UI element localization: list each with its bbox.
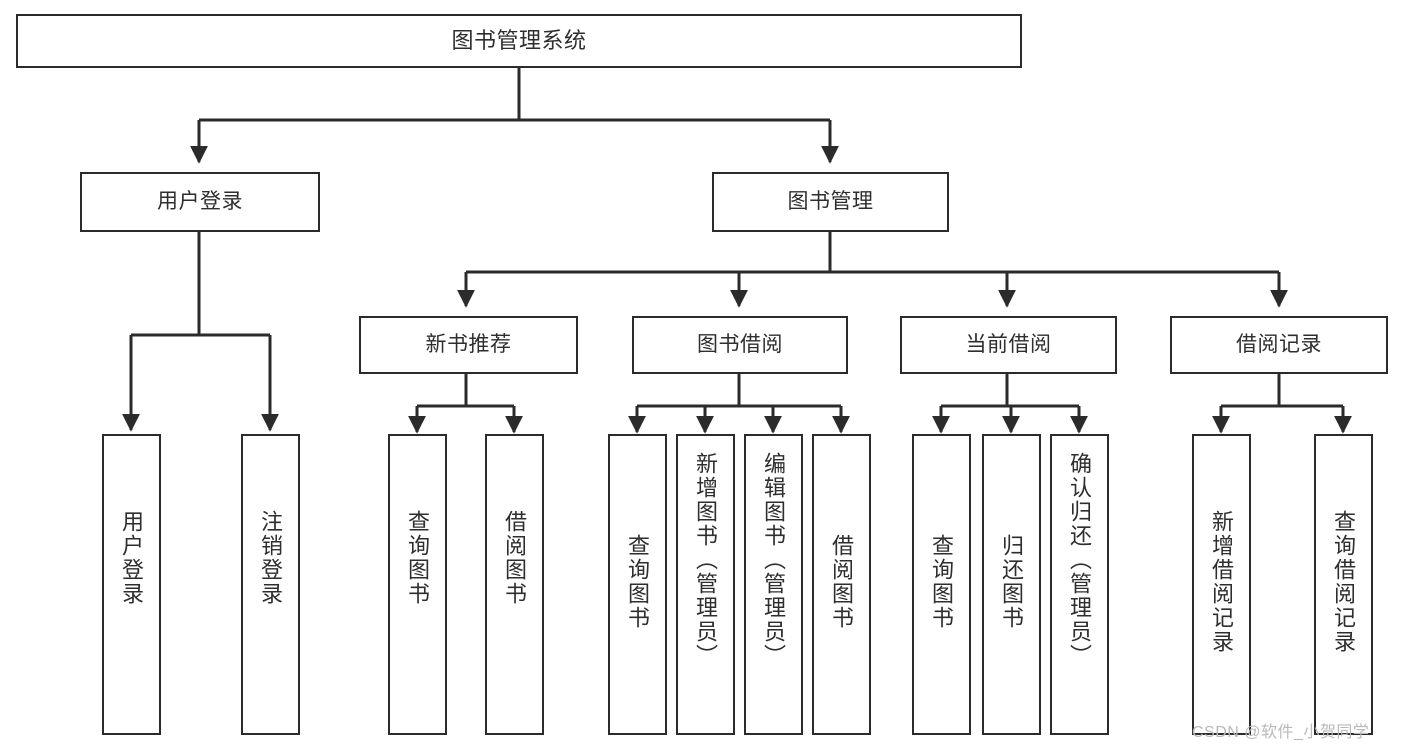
leaf-borrow-book-1[interactable]: 借阅图书 <box>485 434 544 735</box>
leaf-return-book-label: 归还图书 <box>999 534 1025 630</box>
node-book-borrow[interactable]: 图书借阅 <box>632 316 848 374</box>
csdn-watermark: CSDN @软件_小贺同学 <box>1192 724 1370 741</box>
leaf-query-book-2[interactable]: 查询图书 <box>608 434 667 735</box>
node-user-login-label: 用户登录 <box>157 189 243 213</box>
leaf-confirm-return-label: 确认归还（管理员） <box>1067 452 1093 668</box>
leaf-add-book[interactable]: 新增图书（管理员） <box>676 434 735 735</box>
node-root[interactable]: 图书管理系统 <box>16 14 1022 68</box>
leaf-user-login[interactable]: 用户登录 <box>102 434 161 735</box>
leaf-add-record-label: 新增借阅记录 <box>1209 510 1235 654</box>
node-borrow-record[interactable]: 借阅记录 <box>1170 316 1388 374</box>
leaf-edit-book-label: 编辑图书（管理员） <box>761 452 787 668</box>
leaf-edit-book[interactable]: 编辑图书（管理员） <box>744 434 803 735</box>
leaf-query-book-2-label: 查询图书 <box>625 534 651 630</box>
node-new-book-recommend[interactable]: 新书推荐 <box>359 316 578 374</box>
leaf-query-book-3-label: 查询图书 <box>929 534 955 630</box>
node-user-login[interactable]: 用户登录 <box>80 172 320 232</box>
leaf-add-book-label: 新增图书（管理员） <box>693 452 719 668</box>
node-new-book-recommend-label: 新书推荐 <box>425 332 512 356</box>
leaf-logout-login-label: 注销登录 <box>258 510 284 606</box>
node-book-manage-label: 图书管理 <box>787 189 874 213</box>
leaf-confirm-return[interactable]: 确认归还（管理员） <box>1050 434 1109 735</box>
leaf-logout-login[interactable]: 注销登录 <box>241 434 300 735</box>
node-book-manage[interactable]: 图书管理 <box>712 172 949 232</box>
leaf-query-book-3[interactable]: 查询图书 <box>912 434 971 735</box>
leaf-return-book[interactable]: 归还图书 <box>982 434 1041 735</box>
leaf-borrow-book-1-label: 借阅图书 <box>502 510 528 606</box>
leaf-query-book-1[interactable]: 查询图书 <box>388 434 447 735</box>
node-book-borrow-label: 图书借阅 <box>697 332 783 356</box>
node-root-label: 图书管理系统 <box>451 28 587 54</box>
leaf-borrow-book-2[interactable]: 借阅图书 <box>812 434 871 735</box>
node-current-borrow-label: 当前借阅 <box>965 332 1052 356</box>
leaf-add-record[interactable]: 新增借阅记录 <box>1192 434 1251 735</box>
leaf-user-login-label: 用户登录 <box>119 510 145 606</box>
node-current-borrow[interactable]: 当前借阅 <box>900 316 1117 374</box>
leaf-query-book-1-label: 查询图书 <box>405 510 431 606</box>
leaf-borrow-book-2-label: 借阅图书 <box>829 534 855 630</box>
leaf-query-record[interactable]: 查询借阅记录 <box>1314 434 1373 735</box>
node-borrow-record-label: 借阅记录 <box>1236 332 1322 356</box>
leaf-query-record-label: 查询借阅记录 <box>1331 510 1357 654</box>
